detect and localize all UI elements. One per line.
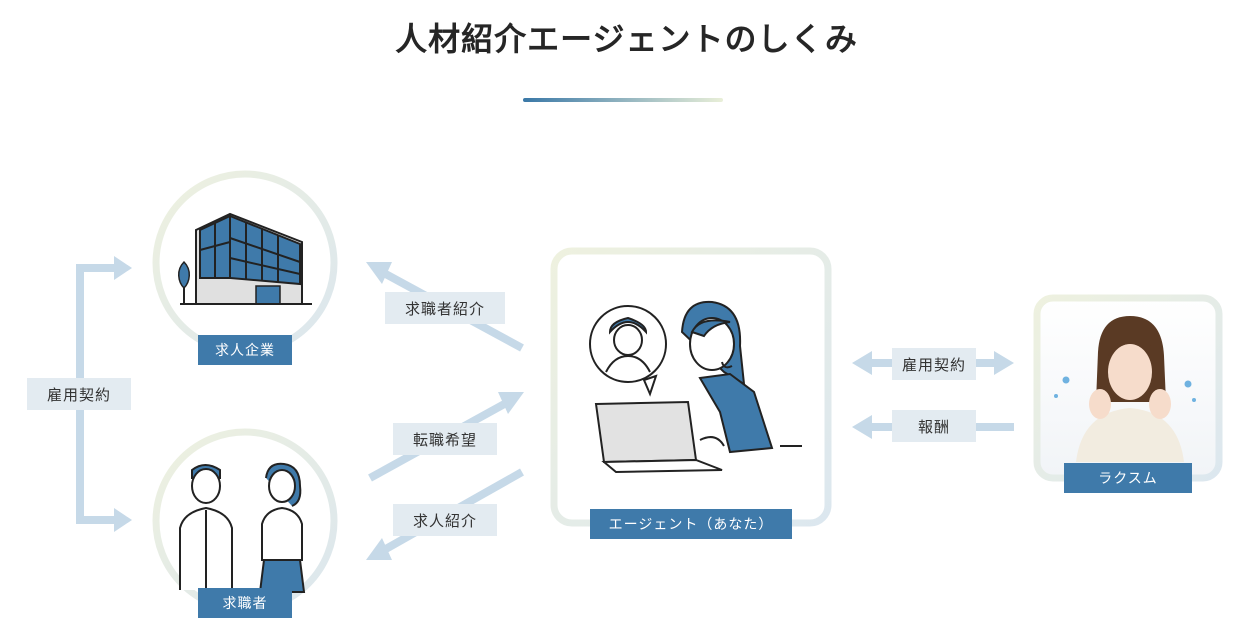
agent-node (550, 247, 832, 527)
rakusumu-label: ラクスム (1064, 463, 1192, 493)
agent-label: エージェント（あなた） (590, 509, 792, 539)
reward-tag: 報酬 (892, 410, 976, 442)
building-icon (178, 212, 312, 305)
job-intro-tag: 求人紹介 (393, 504, 497, 536)
rakusumu-node (1033, 294, 1223, 482)
company-label: 求人企業 (198, 335, 292, 365)
employment-contract-right-tag: 雇用契約 (892, 348, 976, 380)
agent-icon (589, 300, 802, 474)
jobseeker-label: 求職者 (198, 588, 292, 618)
candidate-intro-tag: 求職者紹介 (385, 292, 505, 324)
person-photo (1054, 316, 1196, 462)
page-title: 人材紹介エージェントのしくみ (395, 20, 858, 58)
company-node (152, 170, 338, 356)
job-change-wish-tag: 転職希望 (393, 423, 497, 455)
jobseekers-icon (179, 462, 306, 593)
title-underline (523, 98, 723, 102)
employment-contract-left-tag: 雇用契約 (27, 378, 131, 410)
jobseeker-node (152, 428, 338, 614)
